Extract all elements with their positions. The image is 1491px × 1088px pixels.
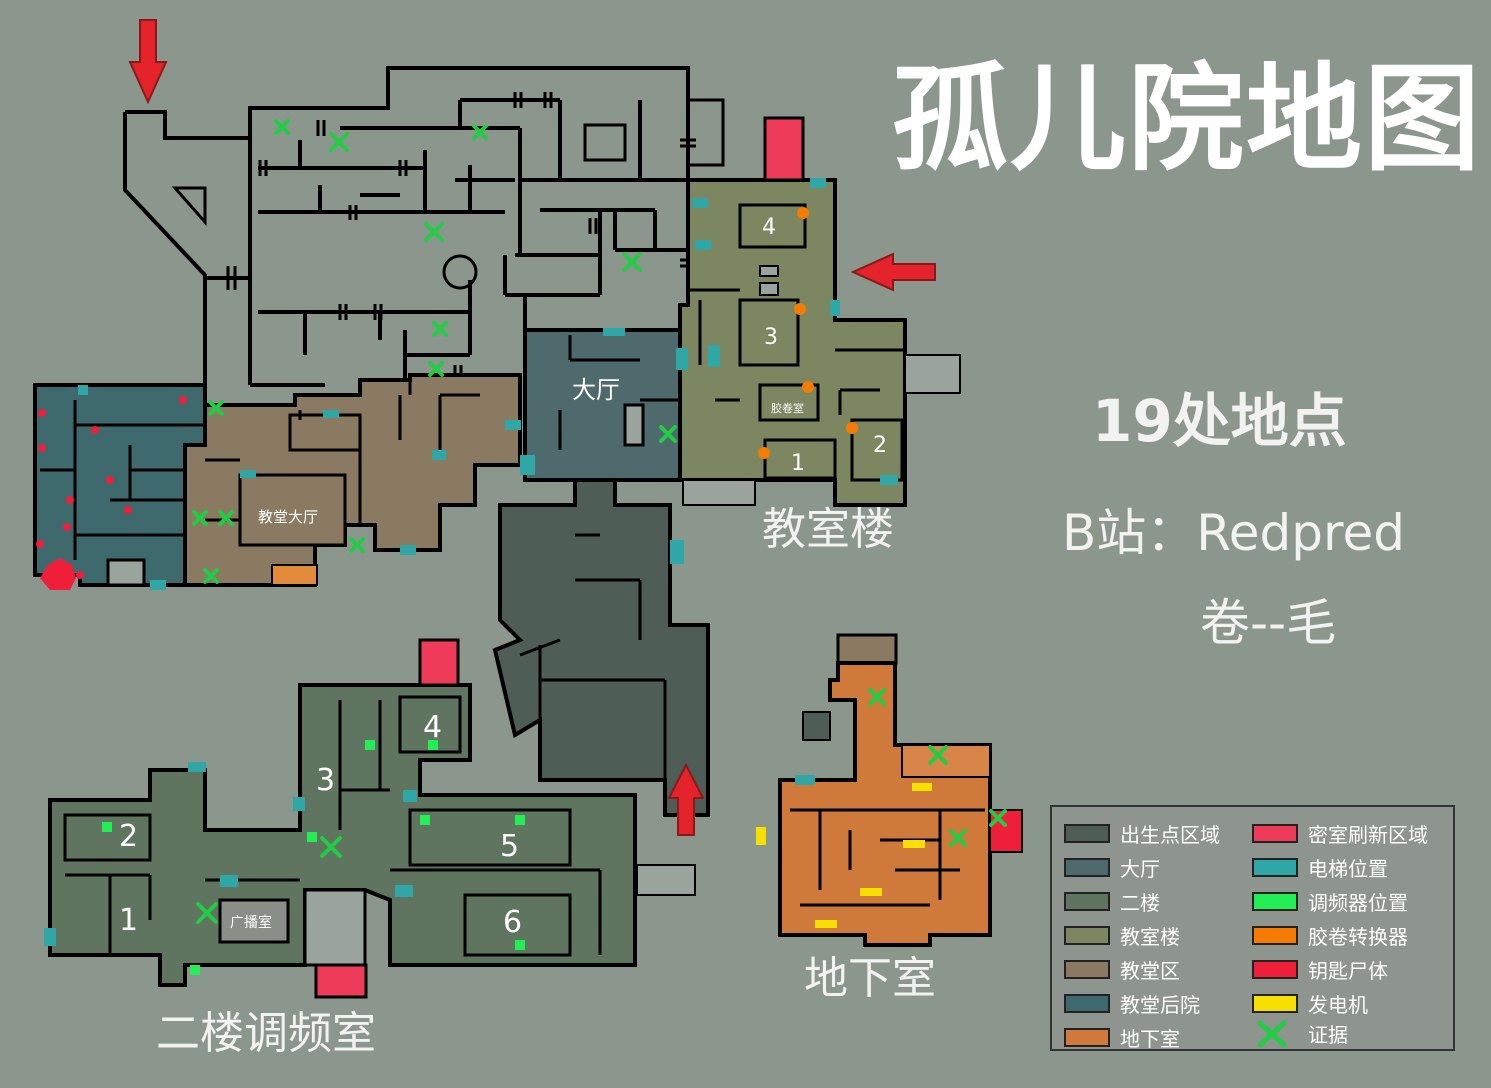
basement-area	[778, 633, 1023, 947]
legend-swatch	[1064, 926, 1110, 945]
film-converter-markers	[758, 207, 858, 459]
second-floor-room-number: 4	[423, 710, 442, 745]
second-floor-room-number: 3	[316, 763, 335, 798]
legend-swatch	[1064, 892, 1110, 911]
legend-item: 调频器位置	[1252, 887, 1408, 916]
legend-item: 教堂区	[1064, 955, 1180, 984]
second-floor-room-number: 5	[500, 829, 519, 864]
classroom-room-number: 4	[762, 215, 776, 240]
legend-item: 发电机	[1252, 989, 1368, 1018]
legend-label: 电梯位置	[1308, 857, 1388, 881]
legend-label: 教室楼	[1120, 925, 1180, 949]
second-floor-room-number: 1	[119, 903, 138, 938]
legend-swatch	[1064, 824, 1110, 843]
map-legend: 出生点区域 密室刷新区域 大厅 电梯位置 二楼 调频器位置 教室楼 胶卷转换器 …	[1050, 805, 1455, 1051]
entry-arrow-icon	[128, 19, 168, 105]
evidence-markers	[192, 119, 1007, 924]
legend-item: 二楼	[1064, 887, 1160, 916]
chapel-area	[183, 373, 522, 587]
legend-label: 二楼	[1120, 891, 1160, 915]
classroom-room-number: 3	[764, 325, 778, 350]
legend-swatch	[1064, 858, 1110, 877]
hall-area	[523, 328, 682, 482]
hall-label: 大厅	[572, 376, 620, 404]
legend-swatch	[1252, 926, 1298, 945]
legend-item: 密室刷新区域	[1252, 819, 1428, 848]
legend-swatch	[1064, 1028, 1110, 1047]
author-text: 卷--毛	[1200, 594, 1337, 652]
legend-label: 胶卷转换器	[1308, 925, 1408, 949]
legend-label: 钥匙尸体	[1308, 959, 1388, 983]
second-floor-tuning-label: 二楼调频室	[156, 1008, 376, 1059]
legend-item: 出生点区域	[1064, 819, 1220, 848]
legend-item: 钥匙尸体	[1252, 955, 1388, 984]
film-room-label: 胶卷室	[771, 401, 804, 415]
legend-label: 发电机	[1308, 993, 1368, 1017]
legend-label: 大厅	[1120, 857, 1160, 881]
backyard-area	[33, 383, 207, 590]
legend-item: 电梯位置	[1252, 853, 1388, 882]
legend-label: 调频器位置	[1308, 891, 1408, 915]
key-corpse-markers	[36, 396, 187, 579]
broadcast-room-label: 广播室	[230, 914, 272, 931]
legend-item: 胶卷转换器	[1252, 921, 1408, 950]
legend-swatch	[1064, 994, 1110, 1013]
credit-text: B站：Redpred	[1062, 504, 1405, 562]
tuner-markers	[102, 740, 525, 975]
chapel-hall-label: 教堂大厅	[258, 508, 318, 526]
second-floor-room-number: 2	[119, 819, 138, 854]
legend-item: 教堂后院	[1064, 989, 1200, 1018]
legend-item: 大厅	[1064, 853, 1160, 882]
legend-label: 教堂区	[1120, 959, 1180, 983]
entry-arrow-right-icon	[850, 252, 936, 292]
map-title: 孤儿院地图	[892, 52, 1482, 187]
legend-label: 密室刷新区域	[1308, 823, 1428, 847]
x-mark-icon	[1257, 1020, 1287, 1047]
classroom-building-label: 教室楼	[762, 504, 894, 555]
legend-swatch	[1252, 824, 1298, 843]
spawn-area	[492, 478, 710, 817]
basement-label: 地下室	[804, 953, 936, 1004]
legend-item: 证据	[1252, 1019, 1348, 1048]
legend-label: 证据	[1308, 1023, 1348, 1047]
entry-arrow-up-icon	[667, 762, 705, 836]
legend-label: 出生点区域	[1120, 823, 1220, 847]
classroom-room-number: 2	[873, 433, 887, 458]
legend-label: 教堂后院	[1120, 993, 1200, 1017]
second-floor-room-number: 6	[503, 905, 522, 940]
classroom-room-number: 1	[791, 451, 805, 476]
legend-swatch	[1252, 994, 1298, 1013]
generator-markers	[756, 783, 932, 928]
legend-item: 教室楼	[1064, 921, 1180, 950]
location-count: 19处地点	[1092, 387, 1347, 455]
legend-swatch	[1252, 960, 1298, 979]
elevator-markers	[44, 178, 898, 946]
maze-door-ticks	[226, 92, 696, 380]
legend-swatch	[1252, 892, 1298, 911]
legend-item: 地下室	[1064, 1023, 1180, 1052]
legend-swatch	[1064, 960, 1110, 979]
second-floor-area	[48, 638, 696, 999]
legend-label: 地下室	[1120, 1027, 1180, 1051]
legend-swatch	[1252, 858, 1298, 877]
